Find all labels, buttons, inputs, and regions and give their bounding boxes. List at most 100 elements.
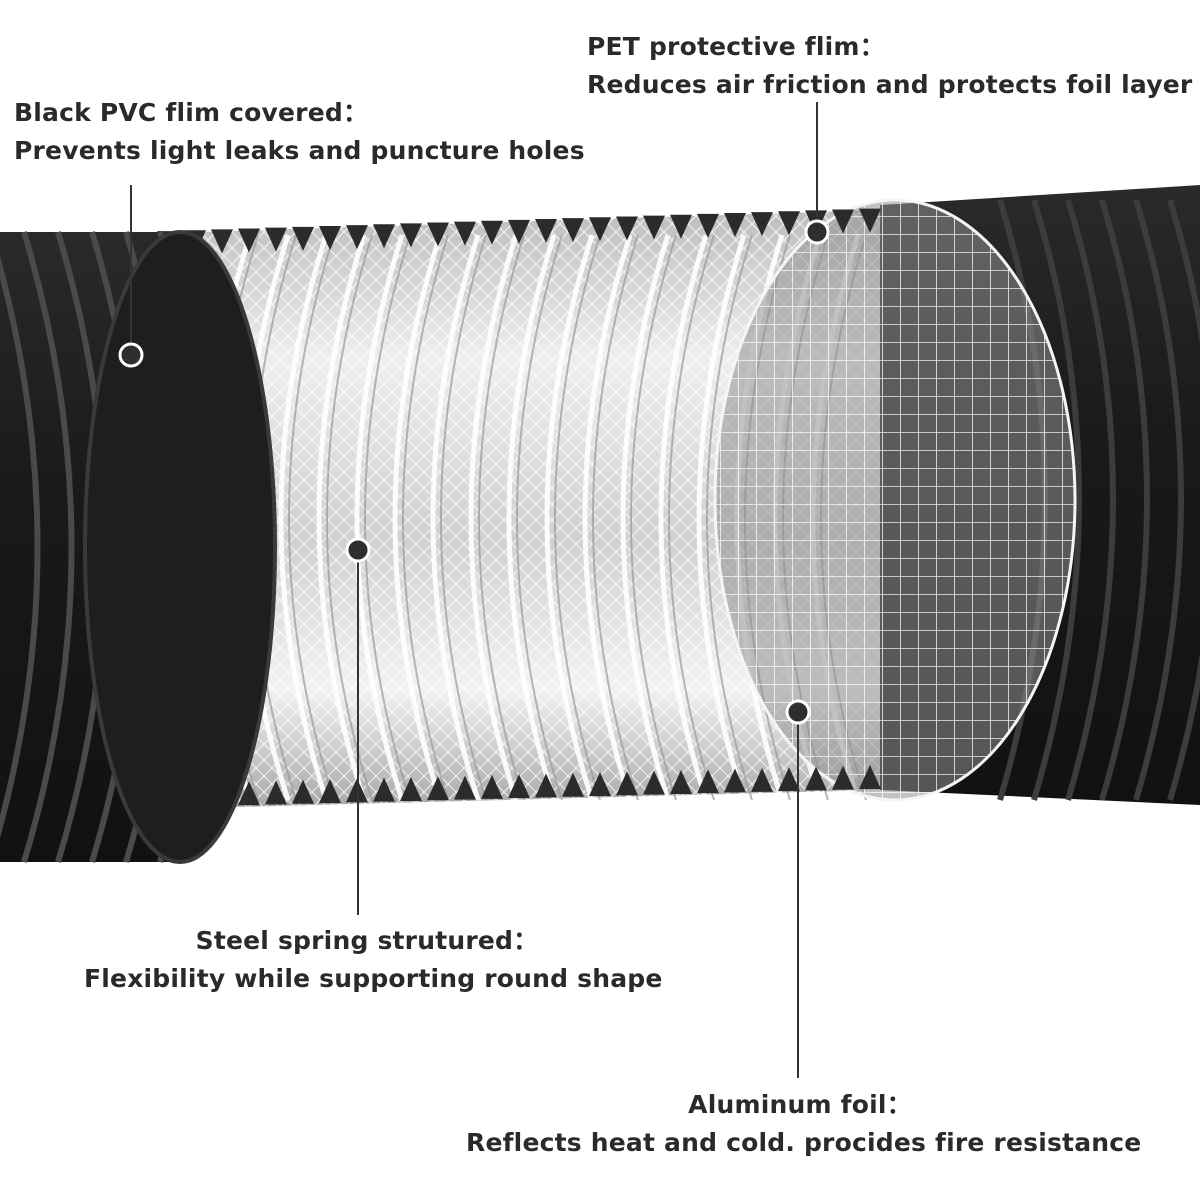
mesh-tooth [643,770,665,795]
steel-callout-description: Flexibility while supporting round shape [84,964,663,993]
mesh-tooth [508,219,530,244]
spring-coil-shadow [592,234,639,801]
pvc-callout-description: Prevents light leaks and puncture holes [14,136,585,165]
mesh-tooth [805,766,827,791]
mesh-tooth [616,216,638,241]
spring-coil [544,234,595,801]
mesh-tooth [670,214,692,239]
mesh-tooth [724,768,746,793]
mesh-tooth [400,223,422,248]
mesh-tooth [832,209,854,234]
mesh-tooth [535,773,557,798]
leader-dots [118,219,830,725]
mesh-tooth [670,769,692,794]
pvc-ridge [1167,199,1200,801]
leader-lines [130,102,818,1078]
spring-coil [354,234,405,801]
mesh-tooth [373,777,395,802]
mesh-tooth [589,772,611,797]
mesh-tooth [427,776,449,801]
spring-coil-shadow [440,234,487,801]
mesh-tooth [778,211,800,236]
spring-coil-shadow [630,234,677,801]
mesh-tooth [859,208,881,233]
steel-callout: Steel spring strutured： Flexibility whil… [84,922,663,998]
mesh-tooth [589,217,611,242]
pet-callout-title: PET protective flim： [587,32,885,61]
pvc-section-left [0,230,277,864]
spring-coil [582,234,633,801]
foil-callout-title: Aluminum foil： [688,1090,912,1119]
spring-coil [430,234,481,801]
mesh-tooth [832,765,854,790]
mesh-tooth [319,225,341,250]
mesh-tooth [346,225,368,250]
pvc-ridge [1065,199,1116,801]
mesh-tooth [427,222,449,247]
mesh-tooth [454,775,476,800]
pvc-callout-title: Black PVC flim covered： [14,98,369,127]
spring-coil-shadow [326,234,373,801]
spring-coil-shadow [706,234,753,801]
mesh-tooth [751,767,773,792]
mesh-tooth [292,226,314,251]
foil-section [130,198,1077,808]
spring-coil-shadow [478,234,525,801]
mesh-tooth [562,218,584,243]
pvc-ridge [21,231,75,863]
spring-coil-shadow [554,234,601,801]
mesh-tooth [697,769,719,794]
mesh-tooth [535,219,557,244]
mesh-tooth [859,765,881,790]
spring-coil [620,234,671,801]
foil-leader-dot [785,699,811,725]
steel-callout-title: Steel spring strutured： [195,926,539,955]
mesh-tooth [454,221,476,246]
mesh-tooth [562,772,584,797]
spring-coil [392,234,443,801]
mesh-tooth [292,779,314,804]
mesh-tooth [481,220,503,245]
pvc-ridge [1099,199,1150,801]
spring-coil-shadow [402,234,449,801]
spring-coil-shadow [288,234,335,801]
spring-coil [506,234,557,801]
mesh-tooth [400,776,422,801]
spring-coil [696,234,747,801]
mesh-tooth [751,212,773,237]
mesh-tooth [481,774,503,799]
mesh-tooth [373,224,395,249]
spring-coil-shadow [364,234,411,801]
mesh-tooth [238,228,260,253]
mesh-tooth [643,215,665,240]
pet-callout-description: Reduces air friction and protects foil l… [587,70,1193,99]
mesh-tooth [265,780,287,805]
foil-callout: Aluminum foil： Reflects heat and cold. p… [466,1086,1142,1162]
pet-leader-dot [804,219,830,245]
pet-callout: PET protective flim： Reduces air frictio… [587,28,1192,104]
mesh-tooth [508,774,530,799]
pvc-callout: Black PVC flim covered： Prevents light l… [14,94,585,170]
spring-coil [316,234,367,801]
mesh-tooth [319,779,341,804]
spring-coil [278,234,329,801]
mesh-tooth [724,212,746,237]
pvc-ridge [1031,199,1082,801]
mesh-tooth [211,229,233,254]
spring-coil-shadow [516,234,563,801]
spring-coil [658,234,709,801]
mesh-tooth [238,781,260,806]
mesh-tooth [616,771,638,796]
mesh-tooth [265,227,287,252]
pvc-leader-dot [118,342,144,368]
spring-coil-shadow [668,234,715,801]
spring-coil [468,234,519,801]
pvc-ridge [0,255,41,839]
pvc-ridge [1133,199,1184,801]
mesh-tooth [778,767,800,792]
foil-callout-description: Reflects heat and cold. procides fire re… [466,1128,1142,1157]
mesh-tooth [697,213,719,238]
steel-leader-dot [345,537,371,563]
